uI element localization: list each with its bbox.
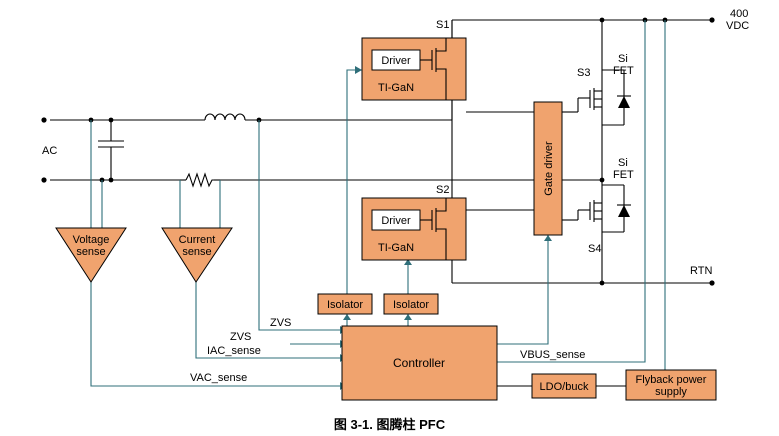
s4-label: S4: [588, 243, 601, 255]
shunt-resistor: [185, 172, 214, 188]
controller-label: Controller: [393, 356, 445, 370]
flyback-label-2: supply: [655, 386, 687, 398]
iac-sense-label: IAC_sense: [207, 345, 261, 357]
vdc-label-2: VDC: [726, 20, 749, 32]
figure-caption: 图 3-1. 图腾柱 PFC: [333, 417, 446, 432]
si-label-top: Si: [618, 53, 628, 65]
driver-label-top: Driver: [381, 55, 411, 67]
current-sense-label-2: sense: [182, 246, 211, 258]
vdc-label-1: 400: [730, 8, 748, 20]
ac-terminal-bottom: [41, 177, 47, 183]
gate-driver-label: Gate driver: [543, 141, 555, 196]
isolator-right-label: Isolator: [393, 299, 429, 311]
ac-label: AC: [42, 145, 57, 157]
voltage-sense-label-2: sense: [76, 246, 105, 258]
ldo-buck-label: LDO/buck: [540, 381, 589, 393]
isolator-right-block: Isolator: [383, 293, 439, 315]
boost-inductor: [204, 113, 246, 121]
fet-label-top: FET: [613, 65, 634, 77]
zvs-label-bottom: ZVS: [230, 331, 251, 343]
tigan-label-top: TI-GaN: [378, 82, 414, 94]
ldo-buck-block: LDO/buck: [531, 373, 597, 399]
gate-driver-block: Gate driver: [466, 98, 579, 236]
voltage-sense-block: Voltage sense: [55, 227, 127, 283]
si-fet-s3-symbol: [578, 88, 602, 110]
s1-label: S1: [436, 19, 449, 31]
isolator-left-block: Isolator: [317, 293, 373, 315]
tigan-label-bottom: TI-GaN: [378, 242, 414, 254]
tigan-block-bottom: Driver TI-GaN: [361, 197, 467, 261]
voltage-sense-label-1: Voltage: [73, 234, 110, 246]
isolator-left-label: Isolator: [327, 299, 363, 311]
vdc-terminal: [709, 17, 715, 23]
si-fet-s4-symbol: [578, 200, 602, 222]
tigan-block-top: Driver TI-GaN: [361, 20, 467, 120]
rtn-label: RTN: [690, 265, 712, 277]
vac-sense-label: VAC_sense: [190, 372, 247, 384]
vbus-sense-label: VBUS_sense: [520, 349, 585, 361]
body-diode-s3: [617, 95, 631, 108]
si-label-bottom: Si: [618, 157, 628, 169]
current-sense-block: Current sense: [161, 227, 233, 283]
controller-block: Controller: [341, 325, 498, 401]
rtn-terminal: [709, 280, 715, 286]
body-diode-s4: [617, 204, 631, 217]
zvs-label-top: ZVS: [270, 317, 291, 329]
s3-label: S3: [577, 67, 590, 79]
flyback-supply-block: Flyback power supply: [625, 369, 717, 401]
driver-label-bottom: Driver: [381, 215, 411, 227]
s2-label: S2: [436, 184, 449, 196]
fet-label-bottom: FET: [613, 169, 634, 181]
flyback-label-1: Flyback power: [636, 374, 707, 386]
current-sense-label-1: Current: [179, 234, 216, 246]
ac-terminal-top: [41, 117, 47, 123]
